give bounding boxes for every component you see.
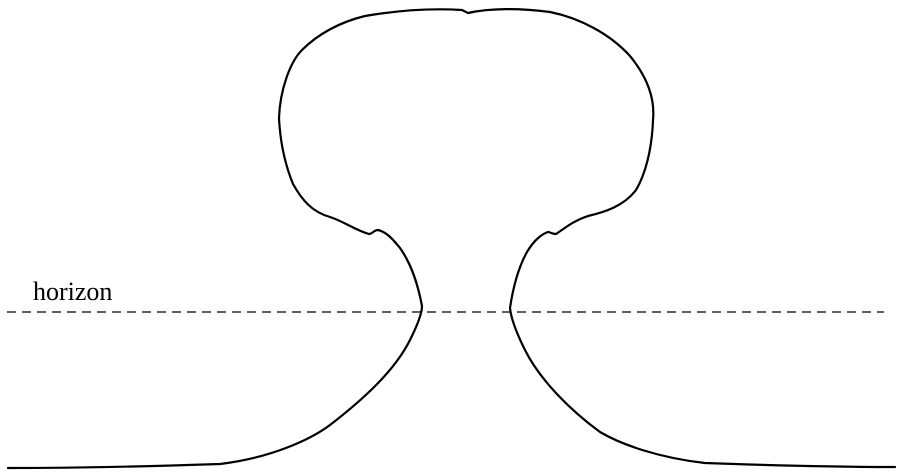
curve-left-branch [8, 230, 422, 468]
bulb-outline [279, 9, 653, 234]
horizon-label: horizon [33, 277, 112, 306]
curve-right-branch [510, 232, 895, 467]
